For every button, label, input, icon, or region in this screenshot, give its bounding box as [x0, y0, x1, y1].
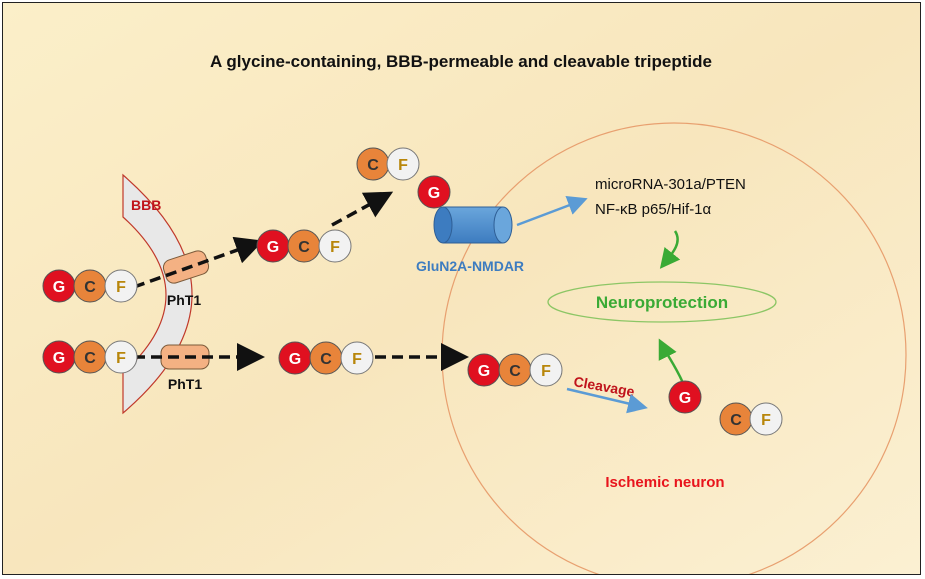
pht1-label-upper: PhT1 [167, 292, 201, 308]
phenylalanine-bead [104, 340, 138, 374]
cysteine-letter: C [298, 239, 310, 256]
glun2a-nmdar-receptor [433, 206, 513, 244]
free-glycine-receptor: G [417, 175, 451, 209]
cleavage-arrow [566, 387, 648, 414]
glycine-letter: G [289, 351, 301, 368]
ischemic-neuron-label: Ischemic neuron [605, 474, 724, 491]
phenylalanine-letter: F [398, 157, 408, 174]
cysteine-letter: C [509, 363, 521, 380]
signaling-arrow [516, 195, 588, 227]
phenylalanine-letter: F [541, 363, 551, 380]
cysteine-letter: C [730, 412, 742, 429]
phenylalanine-bead [104, 269, 138, 303]
phenylalanine-letter: F [761, 412, 771, 429]
phenylalanine-bead [340, 341, 374, 375]
cleaved-glycine: G [668, 380, 702, 414]
phenylalanine-letter: F [330, 239, 340, 256]
phenylalanine-letter: F [116, 350, 126, 367]
cleaved-dipeptide: C F [719, 402, 783, 436]
glycine-bead [668, 380, 702, 414]
pathway-to-neuroprotection-arrow [659, 230, 681, 269]
pht1-label-lower: PhT1 [168, 376, 202, 392]
bbb-label: BBB [131, 197, 161, 213]
cysteine-letter: C [84, 279, 96, 296]
glycine-letter: G [679, 390, 691, 407]
cysteine-letter: C [84, 350, 96, 367]
tripeptide-left-upper: G C F [42, 269, 138, 303]
dipeptide-top: C F [356, 147, 420, 181]
phenylalanine-letter: F [352, 351, 362, 368]
transport-arrow-upper-out [331, 191, 394, 227]
tripeptide-in-neuron: G C F [467, 353, 563, 387]
glycine-letter: G [267, 239, 279, 256]
diagram-canvas: A glycine-containing, BBB-permeable and … [3, 3, 920, 574]
cysteine-letter: C [367, 157, 379, 174]
neuroprotection-ellipse [547, 281, 777, 323]
diagram-title: A glycine-containing, BBB-permeable and … [210, 52, 712, 71]
glycine-bead [417, 175, 451, 209]
phenylalanine-bead [386, 147, 420, 181]
glycine-letter: G [478, 363, 490, 380]
glycine-letter: G [53, 350, 65, 367]
pathway-line-1: microRNA-301a/PTEN [595, 176, 746, 193]
phenylalanine-bead [318, 229, 352, 263]
phenylalanine-bead [529, 353, 563, 387]
pathway-line-2: NF-κB p65/Hif-1α [595, 201, 712, 218]
cysteine-letter: C [320, 351, 332, 368]
glycine-to-neuroprotection-arrow [658, 338, 685, 384]
tripeptide-middle-upper: G C F [256, 229, 352, 263]
phenylalanine-bead [749, 402, 783, 436]
background-panel [3, 3, 920, 574]
phenylalanine-letter: F [116, 279, 126, 296]
glycine-letter: G [428, 185, 440, 202]
neuroprotection-label: Neuroprotection [596, 293, 728, 312]
tripeptide-middle-lower: G C F [278, 341, 374, 375]
tripeptide-left-lower: G C F [42, 340, 138, 374]
transport-arrow-upper-in [133, 236, 264, 289]
glycine-letter: G [53, 279, 65, 296]
receptor-label: GluN2A-NMDAR [416, 258, 524, 274]
